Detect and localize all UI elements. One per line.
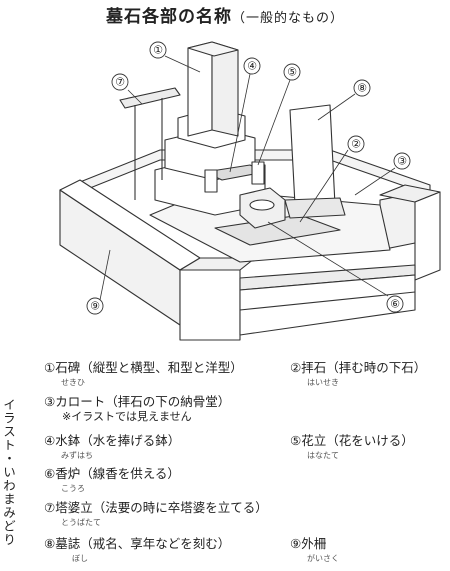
callout-circle-6 <box>386 295 404 313</box>
legend-text-koro: ⑥香炉（線香を供える） <box>44 466 180 481</box>
sekihi-top <box>187 41 239 57</box>
legend-item-mizuhachi: ④水鉢（水を捧げる鉢） みずはち <box>44 433 181 460</box>
legend-note-karoto: ※イラストでは見えません <box>62 410 192 423</box>
legend-text-gaisaku: ⑨外柵 <box>290 536 327 551</box>
leader-4 <box>229 73 251 173</box>
fence-right-post <box>414 191 441 281</box>
callout-num-1: ① <box>153 44 163 57</box>
sekihi-side <box>211 41 239 137</box>
leader-9 <box>99 249 111 301</box>
callout-circle-5 <box>283 63 301 81</box>
ruby-koro: こうろ <box>61 484 85 493</box>
leader-2 <box>299 149 349 223</box>
ruby-sekihi: せきひ <box>61 378 85 387</box>
callout-num-3: ③ <box>397 155 407 168</box>
sekihi-front <box>187 41 213 137</box>
legend-text-sekihi: ①石碑（縦型と横型、和型と洋型） <box>44 360 243 375</box>
leader-7 <box>127 89 143 105</box>
legend-text-hanatate: ⑤花立（花をいける） <box>290 433 414 448</box>
tobatate-bar <box>119 87 181 109</box>
front-step-face <box>239 274 416 336</box>
callout-circle-2 <box>347 135 365 153</box>
koro-opening <box>249 199 275 211</box>
legend-item-boshi: ⑧墓誌（戒名、享年などを刻む） ぼし <box>44 536 231 563</box>
legend-item-koro: ⑥香炉（線香を供える） こうろ <box>44 466 180 493</box>
legend-text-haiseki: ②拝石（拝む時の下石） <box>290 360 427 375</box>
hanatate-left <box>204 169 218 193</box>
title-main: 墓石各部の名称 <box>105 7 232 27</box>
callout-circle-1 <box>149 41 167 59</box>
callout-circle-3 <box>393 152 411 170</box>
callout-num-7: ⑦ <box>115 76 125 89</box>
ruby-boshi: ぼし <box>72 554 88 563</box>
fence-front-left-post <box>179 269 241 341</box>
ruby-mizuhachi: みずはち <box>61 451 93 460</box>
legend-text-mizuhachi: ④水鉢（水を捧げる鉢） <box>44 433 181 448</box>
callout-circle-9 <box>86 297 104 315</box>
title-subtitle: （一般的なもの） <box>231 11 344 26</box>
legend-text-tobatate: ⑦塔婆立（法要の時に卒塔婆を立てる） <box>44 500 268 515</box>
callout-circle-8 <box>353 79 371 97</box>
legend-item-gaisaku: ⑨外柵 がいさく <box>290 536 339 563</box>
legend-item-sekihi: ①石碑（縦型と横型、和型と洋型） せきひ <box>44 360 243 387</box>
leader-6 <box>267 221 389 297</box>
legend-item-haiseki: ②拝石（拝む時の下石） はいせき <box>290 360 427 387</box>
callout-circle-7 <box>111 73 129 91</box>
diagram-title: 墓石各部の名称（一般的なもの） <box>0 2 450 27</box>
callout-circle-4 <box>243 57 261 75</box>
callout-num-9: ⑨ <box>90 300 100 313</box>
boshi-base <box>284 197 346 219</box>
callout-num-5: ⑤ <box>287 66 297 79</box>
legend-text-boshi: ⑧墓誌（戒名、享年などを刻む） <box>44 536 231 551</box>
hanatate-right <box>251 161 265 185</box>
legend-item-hanatate: ⑤花立（花をいける） はなたて <box>290 433 414 460</box>
leader-1 <box>164 55 201 73</box>
legend-item-karoto: ③カロート（拝石の下の納骨堂） ※イラストでは見えません <box>44 394 230 424</box>
grave-illustration: ① ② ③ ④ ⑤ ⑥ ⑦ ⑧ ⑨ <box>59 41 441 341</box>
leader-8 <box>317 93 356 121</box>
callout-num-8: ⑧ <box>357 82 367 95</box>
illustration-credit: イラスト・いわまみどり <box>1 398 16 547</box>
ruby-gaisaku: がいさく <box>307 554 339 563</box>
leader-5 <box>257 79 291 166</box>
legend-text-karoto: ③カロート（拝石の下の納骨堂） <box>44 394 231 409</box>
callout-num-6: ⑥ <box>390 298 400 311</box>
ruby-hanatate: はなたて <box>307 451 339 460</box>
callout-num-4: ④ <box>247 60 257 73</box>
boshi-front <box>289 104 336 206</box>
ruby-haiseki: はいせき <box>307 378 339 387</box>
ruby-tobatate: とうばたて <box>61 518 101 527</box>
leader-3 <box>354 167 396 196</box>
legend-item-tobatate: ⑦塔婆立（法要の時に卒塔婆を立てる） とうばたて <box>44 500 268 527</box>
callout-num-2: ② <box>351 138 361 151</box>
